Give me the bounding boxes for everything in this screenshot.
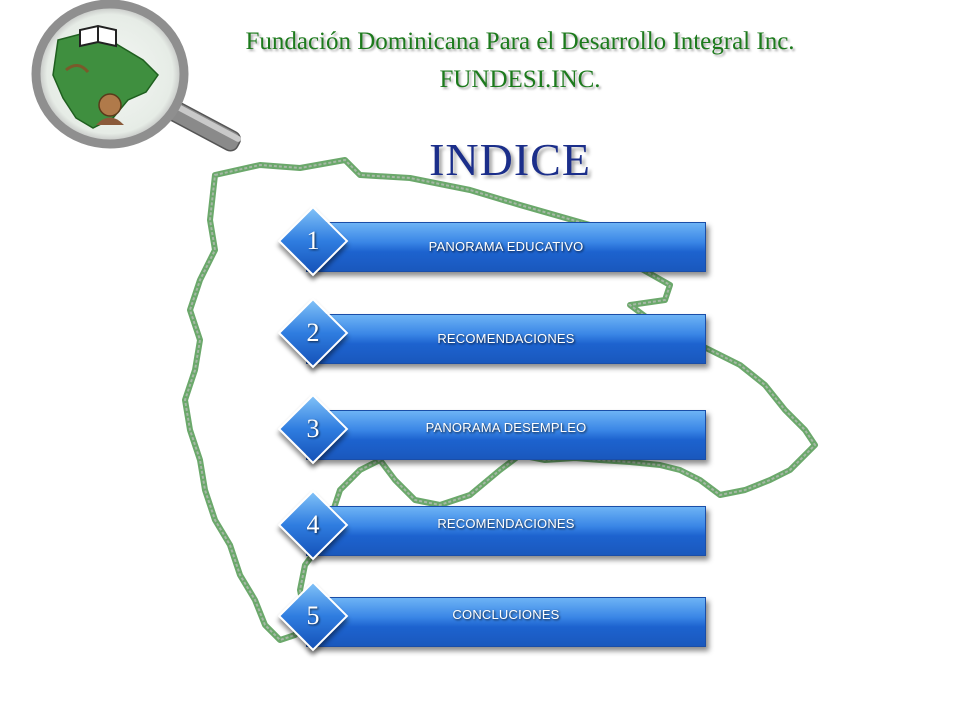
index-bar[interactable]: PANORAMA EDUCATIVO [306,222,706,272]
foundation-name: Fundación Dominicana Para el Desarrollo … [245,28,795,55]
index-item-label: CONCLUCIONES [452,607,560,622]
index-item-3[interactable]: PANORAMA DESEMPLEO 3 [277,393,708,466]
page-title: INDICE [429,134,591,185]
index-item-number: 5 [306,601,320,630]
index-item-4[interactable]: RECOMENDACIONES 4 [277,489,708,562]
index-item-2[interactable]: RECOMENDACIONES 2 [277,297,708,370]
index-item-5[interactable]: CONCLUCIONES 5 [277,580,708,653]
index-item-number: 1 [306,226,320,255]
index-item-number: 3 [306,414,320,443]
index-item-label: PANORAMA DESEMPLEO [425,420,587,435]
index-bar[interactable]: RECOMENDACIONES [306,506,706,556]
logo-icon [31,0,242,152]
index-item-number: 2 [306,318,320,347]
index-item-1[interactable]: PANORAMA EDUCATIVO 1 [277,205,708,278]
index-bar[interactable]: CONCLUCIONES [306,597,706,647]
index-bar[interactable]: RECOMENDACIONES [306,314,706,364]
index-item-label: RECOMENDACIONES [437,331,575,346]
index-item-label: RECOMENDACIONES [437,516,575,531]
index-bar[interactable]: PANORAMA DESEMPLEO [306,410,706,460]
foundation-acronym: FUNDESI.INC. [439,66,601,93]
index-item-number: 4 [306,510,320,539]
index-item-label: PANORAMA EDUCATIVO [428,239,584,254]
